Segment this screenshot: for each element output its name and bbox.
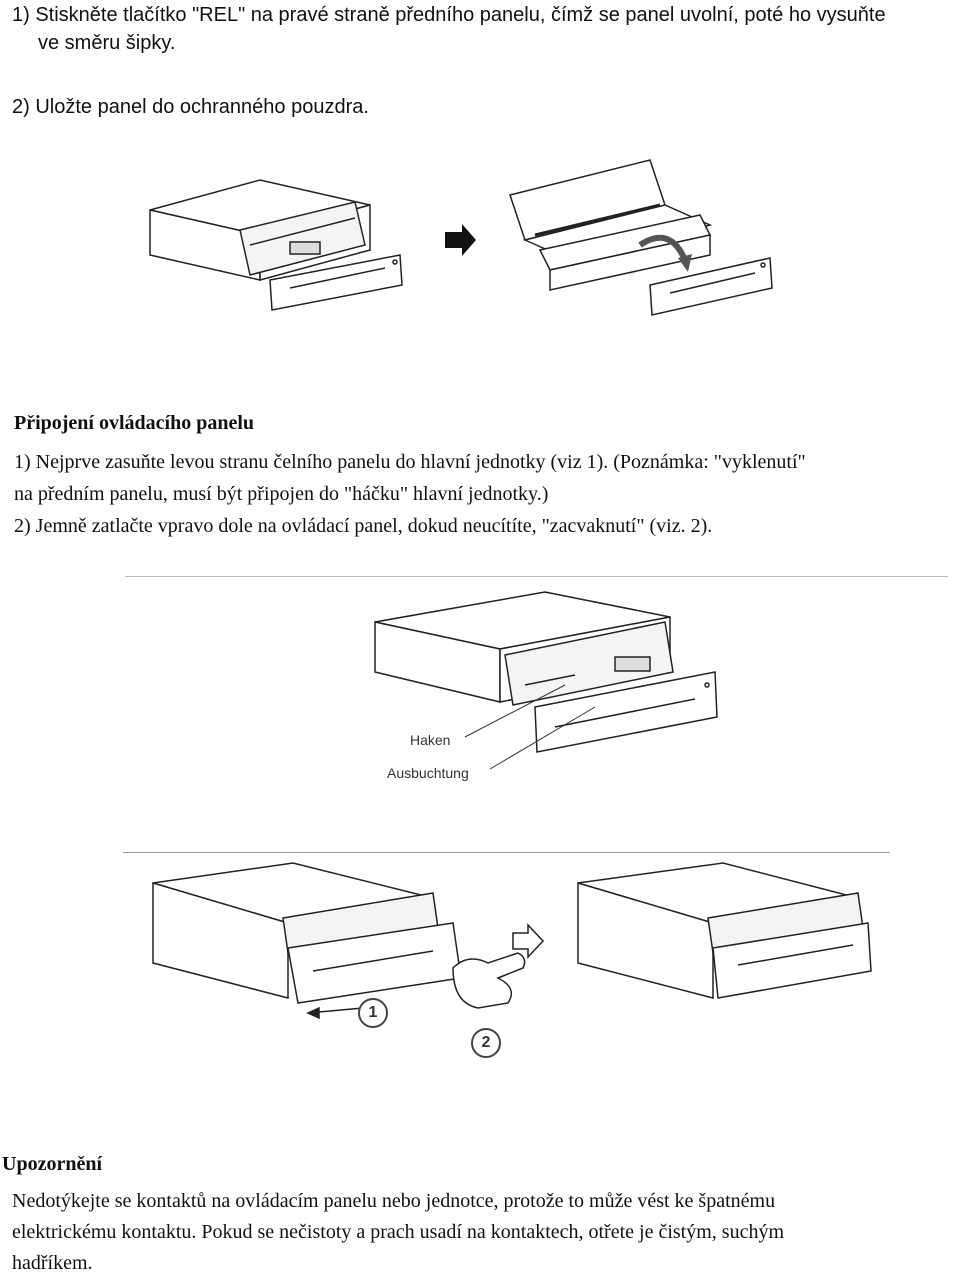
attach-step2: 2) Jemně zatlačte vpravo dole na ovládac… (14, 515, 713, 537)
removal-step1-line1: 1) Stiskněte tlačítko "REL" na pravé str… (12, 4, 886, 26)
marker-2: 2 (471, 1028, 501, 1058)
warning-line1: Nedotýkejte se kontaktů na ovládacím pan… (12, 1190, 776, 1212)
label-haken: Haken (410, 732, 451, 748)
warning-line2: elektrickému kontaktu. Pokud se nečistot… (12, 1221, 785, 1243)
attach-step1-line1: 1) Nejprve zasuňte levou stranu čelního … (14, 451, 806, 473)
marker-1: 1 (358, 998, 388, 1028)
figure-panel-removal (149, 159, 773, 316)
label-ausbuchtung: Ausbuchtung (387, 765, 469, 781)
figure-hook-diagram: Haken Ausbuchtung (125, 576, 948, 792)
warning-title: Upozornění (2, 1153, 102, 1175)
removal-step2: 2) Uložte panel do ochranného pouzdra. (12, 96, 369, 118)
attach-step1-line2: na předním panelu, musí být připojen do … (14, 483, 549, 505)
warning-line3: hadříkem. (12, 1252, 93, 1274)
attach-title: Připojení ovládacího panelu (14, 412, 255, 434)
figure-attach-steps: 1 2 (123, 852, 890, 1058)
removal-step1-line2: ve směru šipky. (38, 32, 176, 54)
